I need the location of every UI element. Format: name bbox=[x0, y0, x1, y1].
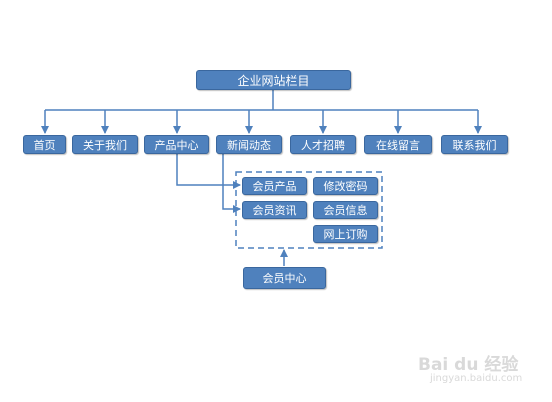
watermark-brand: Bai du 经验 bbox=[418, 355, 519, 375]
change-password-node: 修改密码 bbox=[313, 177, 378, 195]
nav-node-jobs: 人才招聘 bbox=[290, 135, 356, 154]
member-center-node: 会员中心 bbox=[243, 267, 326, 289]
watermark-url: jingyan.baidu.com bbox=[430, 373, 523, 384]
nav-node-message: 在线留言 bbox=[364, 135, 432, 154]
member-area-dashed-border bbox=[235, 171, 383, 249]
nav-node-about: 关于我们 bbox=[72, 135, 138, 154]
products-to-member-products bbox=[176, 154, 241, 189]
root-node: 企业网站栏目 bbox=[196, 70, 351, 90]
online-order-node: 网上订购 bbox=[313, 225, 378, 243]
connectors bbox=[41, 89, 482, 266]
member-info-node: 会员信息 bbox=[313, 201, 378, 219]
member-products-node: 会员产品 bbox=[242, 177, 307, 195]
news-to-member-news bbox=[222, 154, 241, 213]
nav-node-products: 产品中心 bbox=[144, 135, 209, 154]
nav-node-news: 新闻动态 bbox=[216, 135, 282, 154]
nav-node-home: 首页 bbox=[23, 135, 66, 154]
nav-node-contact: 联系我们 bbox=[441, 135, 508, 154]
member-news-node: 会员资讯 bbox=[242, 201, 307, 219]
